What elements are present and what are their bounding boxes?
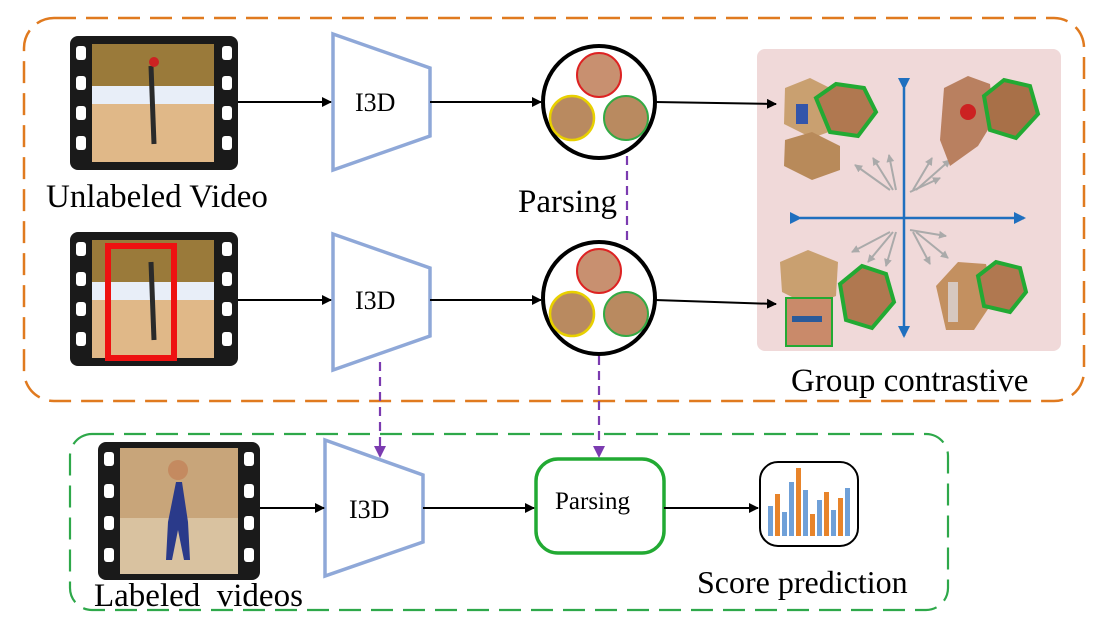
bar-chart-icon — [759, 461, 859, 547]
unlabeled-video-label: Unlabeled Video — [46, 179, 268, 215]
flow-arrows — [238, 97, 777, 513]
parsing-label-top: Parsing — [518, 184, 617, 220]
unlabeled-group-box — [22, 16, 1086, 403]
parsing-circle-middle — [541, 240, 657, 356]
i3d-label-top: I3D — [355, 88, 396, 117]
parsing-box-label: Parsing — [555, 488, 630, 515]
i3d-block-middle — [331, 231, 432, 373]
labeled-videos-label: Labeled videos — [94, 578, 303, 614]
embedding-arrows — [851, 154, 951, 267]
group-contrastive-label: Group contrastive — [791, 363, 1029, 399]
score-prediction-label: Score prediction — [697, 564, 908, 600]
i3d-label-middle: I3D — [355, 286, 396, 315]
cluster-bottom-left — [780, 250, 897, 347]
i3d-block-top — [331, 31, 432, 173]
share-arrows — [374, 156, 629, 458]
cluster-top-right — [940, 76, 1041, 166]
film-strip-icon — [70, 36, 238, 170]
i3d-block-bottom — [323, 437, 425, 579]
labeled-group-box — [68, 432, 950, 612]
cluster-top-left — [784, 78, 879, 180]
bounding-box — [105, 243, 177, 361]
parsing-circle-top — [541, 44, 657, 160]
film-strip-icon — [98, 442, 260, 580]
parsing-box — [534, 457, 666, 555]
film-strip-icon — [70, 232, 238, 366]
cluster-bottom-right — [936, 259, 1029, 330]
i3d-label-bottom: I3D — [349, 495, 390, 524]
